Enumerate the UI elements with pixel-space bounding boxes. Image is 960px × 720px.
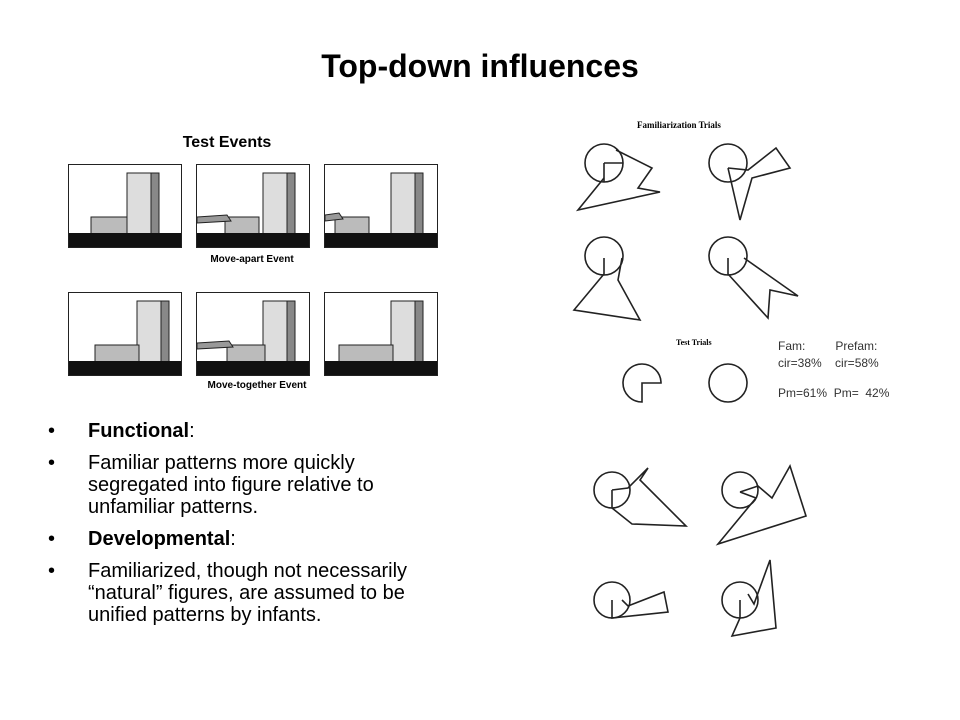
move-apart-caption: Move-apart Event xyxy=(210,254,294,265)
bullet-list: Functional: Familiar patterns more quick… xyxy=(46,420,446,636)
bullet-text: : xyxy=(189,420,195,442)
test-trials-label: Test Trials xyxy=(676,338,712,347)
bullet-item: Familiarized, though not necessarily “na… xyxy=(46,560,446,626)
familiarization-title: Familiarization Trials xyxy=(637,120,721,130)
panel-drawing xyxy=(197,300,309,375)
panel-drawing xyxy=(197,172,309,247)
bullet-text: : xyxy=(230,528,236,550)
bullet-text: Familiarized, though not necessarily “na… xyxy=(88,560,408,626)
fam-shape xyxy=(593,467,689,527)
fam-shape xyxy=(575,143,661,212)
test-pacman-shape xyxy=(622,363,662,403)
fam-shape xyxy=(721,559,777,638)
panel-drawing xyxy=(325,172,437,247)
panel-drawing xyxy=(69,300,181,375)
test-circle-shape xyxy=(708,363,748,403)
fam-shape xyxy=(593,581,669,619)
move-together-caption: Move-together Event xyxy=(207,380,307,391)
fam-shape xyxy=(715,464,808,546)
panel-drawing xyxy=(325,300,437,375)
panel-drawing xyxy=(69,172,181,247)
fam-shape xyxy=(708,236,799,320)
event-panel xyxy=(324,292,438,376)
bullet-bold: Developmental xyxy=(88,528,231,550)
stat-pacman-values: Pm=61% Pm= 42% xyxy=(778,386,890,400)
bullet-item: Developmental: xyxy=(46,528,446,550)
event-panel xyxy=(324,164,438,248)
bullet-item: Functional: xyxy=(46,420,446,442)
event-panel xyxy=(196,292,310,376)
event-panel xyxy=(68,292,182,376)
fam-shape xyxy=(572,236,642,322)
test-events-heading: Test Events xyxy=(182,134,272,151)
stat-circle-values: cir=38% cir=58% xyxy=(778,356,879,370)
bullet-item: Familiar patterns more quickly segregate… xyxy=(46,452,446,518)
event-panel xyxy=(196,164,310,248)
event-panel xyxy=(68,164,182,248)
test-events-figure: Test Events Move-apart Event xyxy=(62,128,438,396)
stat-fam-prefam-header: Fam: Prefam: xyxy=(778,339,878,353)
fam-shape xyxy=(708,143,792,221)
slide-title: Top-down influences xyxy=(321,48,639,84)
bullet-text: Familiar patterns more quickly segregate… xyxy=(88,452,374,518)
bullet-bold: Functional xyxy=(88,420,190,442)
